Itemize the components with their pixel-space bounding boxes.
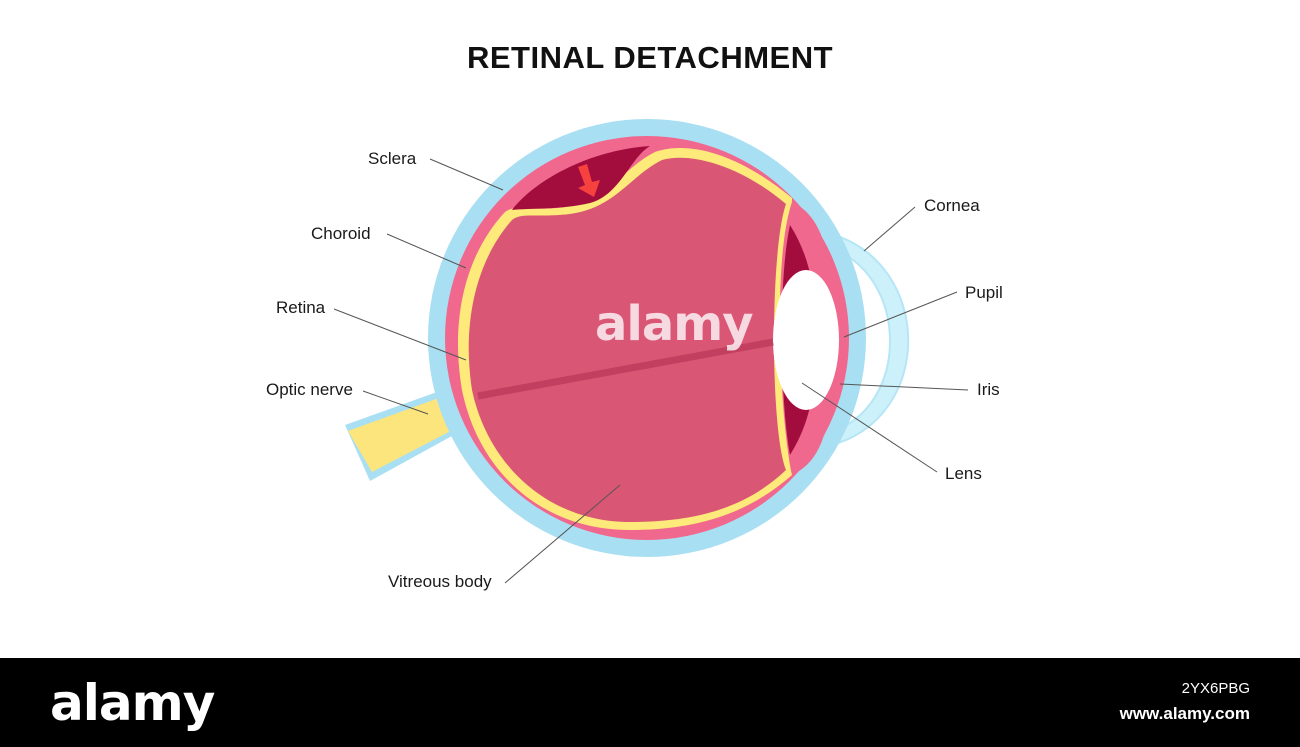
leader-lines — [333, 158, 969, 584]
choroid-label: Choroid — [311, 224, 371, 243]
vitreous-body — [468, 157, 786, 522]
lens — [773, 270, 839, 410]
watermark: alamy — [595, 296, 754, 352]
cornea-label: Cornea — [924, 196, 980, 215]
detached-retina-space — [512, 146, 650, 210]
retina-label: Retina — [276, 298, 326, 317]
iris-label: Iris — [977, 380, 1000, 399]
vitreous-body-label: Vitreous body — [388, 572, 492, 591]
site-url: www.alamy.com — [1119, 704, 1250, 723]
image-code: 2YX6PBG — [1181, 680, 1250, 697]
eye-cross-section — [333, 119, 969, 584]
sclera-label: Sclera — [368, 149, 417, 168]
pupil-label: Pupil — [965, 283, 1003, 302]
optic-nerve-label: Optic nerve — [266, 380, 353, 399]
hyaloid-canal — [477, 338, 774, 400]
diagram-stage: RETINAL DETACHMENT — [266, 40, 1003, 591]
page-title: RETINAL DETACHMENT — [466, 40, 834, 75]
footer-brand-logo: alamy — [50, 674, 215, 732]
footer-bar — [0, 658, 1300, 747]
arrow-icon — [578, 164, 600, 197]
optic-nerve — [345, 383, 470, 481]
lens-label: Lens — [945, 464, 982, 483]
